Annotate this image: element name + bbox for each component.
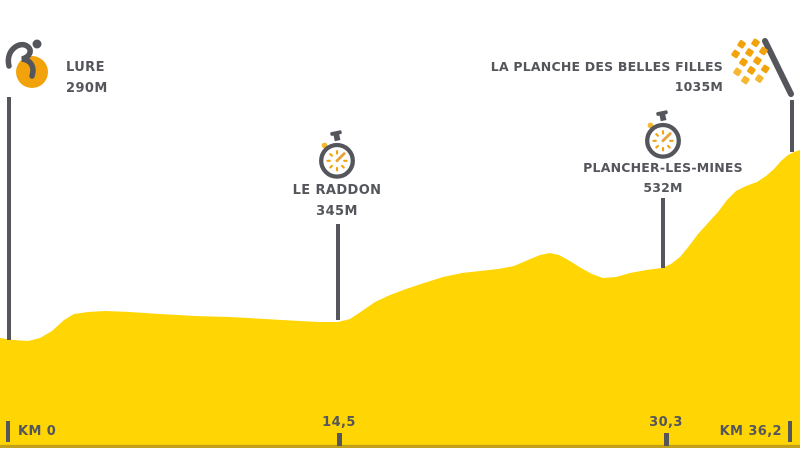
finish-name: LA PLANCHE DES BELLES FILLES — [490, 59, 723, 74]
checkpoint2-name: PLANCHER-LES-MINES — [583, 160, 743, 175]
finish-label-block: LA PLANCHE DES BELLES FILLES 1035M — [423, 57, 723, 97]
km30-label: 30,3 — [649, 415, 683, 430]
km14-label: 14,5 — [322, 415, 356, 430]
km0-label: KM 0 — [18, 424, 57, 439]
checkpoint2-elevation: 532M — [643, 180, 683, 195]
km14-tick — [337, 433, 342, 446]
checkpoint1-line — [336, 224, 340, 320]
checkpoint1-name: LE RADDON — [292, 183, 382, 198]
checkpoint1-label-block: LE RADDON 345M — [237, 180, 437, 222]
stopwatch-icon — [319, 130, 355, 179]
finish-line — [790, 100, 794, 152]
start-line — [7, 97, 11, 340]
km30-tick — [664, 433, 669, 446]
km0-tick — [6, 421, 10, 442]
time-trial-cyclist-icon — [5, 39, 48, 88]
stopwatch-icon — [645, 110, 681, 159]
start-name: LURE — [66, 60, 105, 75]
start-label-block: LURE 290M — [66, 57, 108, 99]
finish-elevation: 1035M — [674, 79, 723, 94]
checkpoint1-elevation: 345M — [316, 204, 358, 219]
start-elevation: 290M — [66, 81, 108, 96]
km36-label: KM 36,2 — [719, 424, 782, 439]
elevation-area — [0, 150, 800, 448]
checkered-flag-icon — [731, 38, 794, 97]
checkpoint2-line — [661, 198, 665, 268]
baseline-strip — [0, 444, 800, 448]
checkpoint2-label-block: PLANCHER-LES-MINES 532M — [563, 158, 763, 198]
km36-tick — [788, 421, 792, 442]
